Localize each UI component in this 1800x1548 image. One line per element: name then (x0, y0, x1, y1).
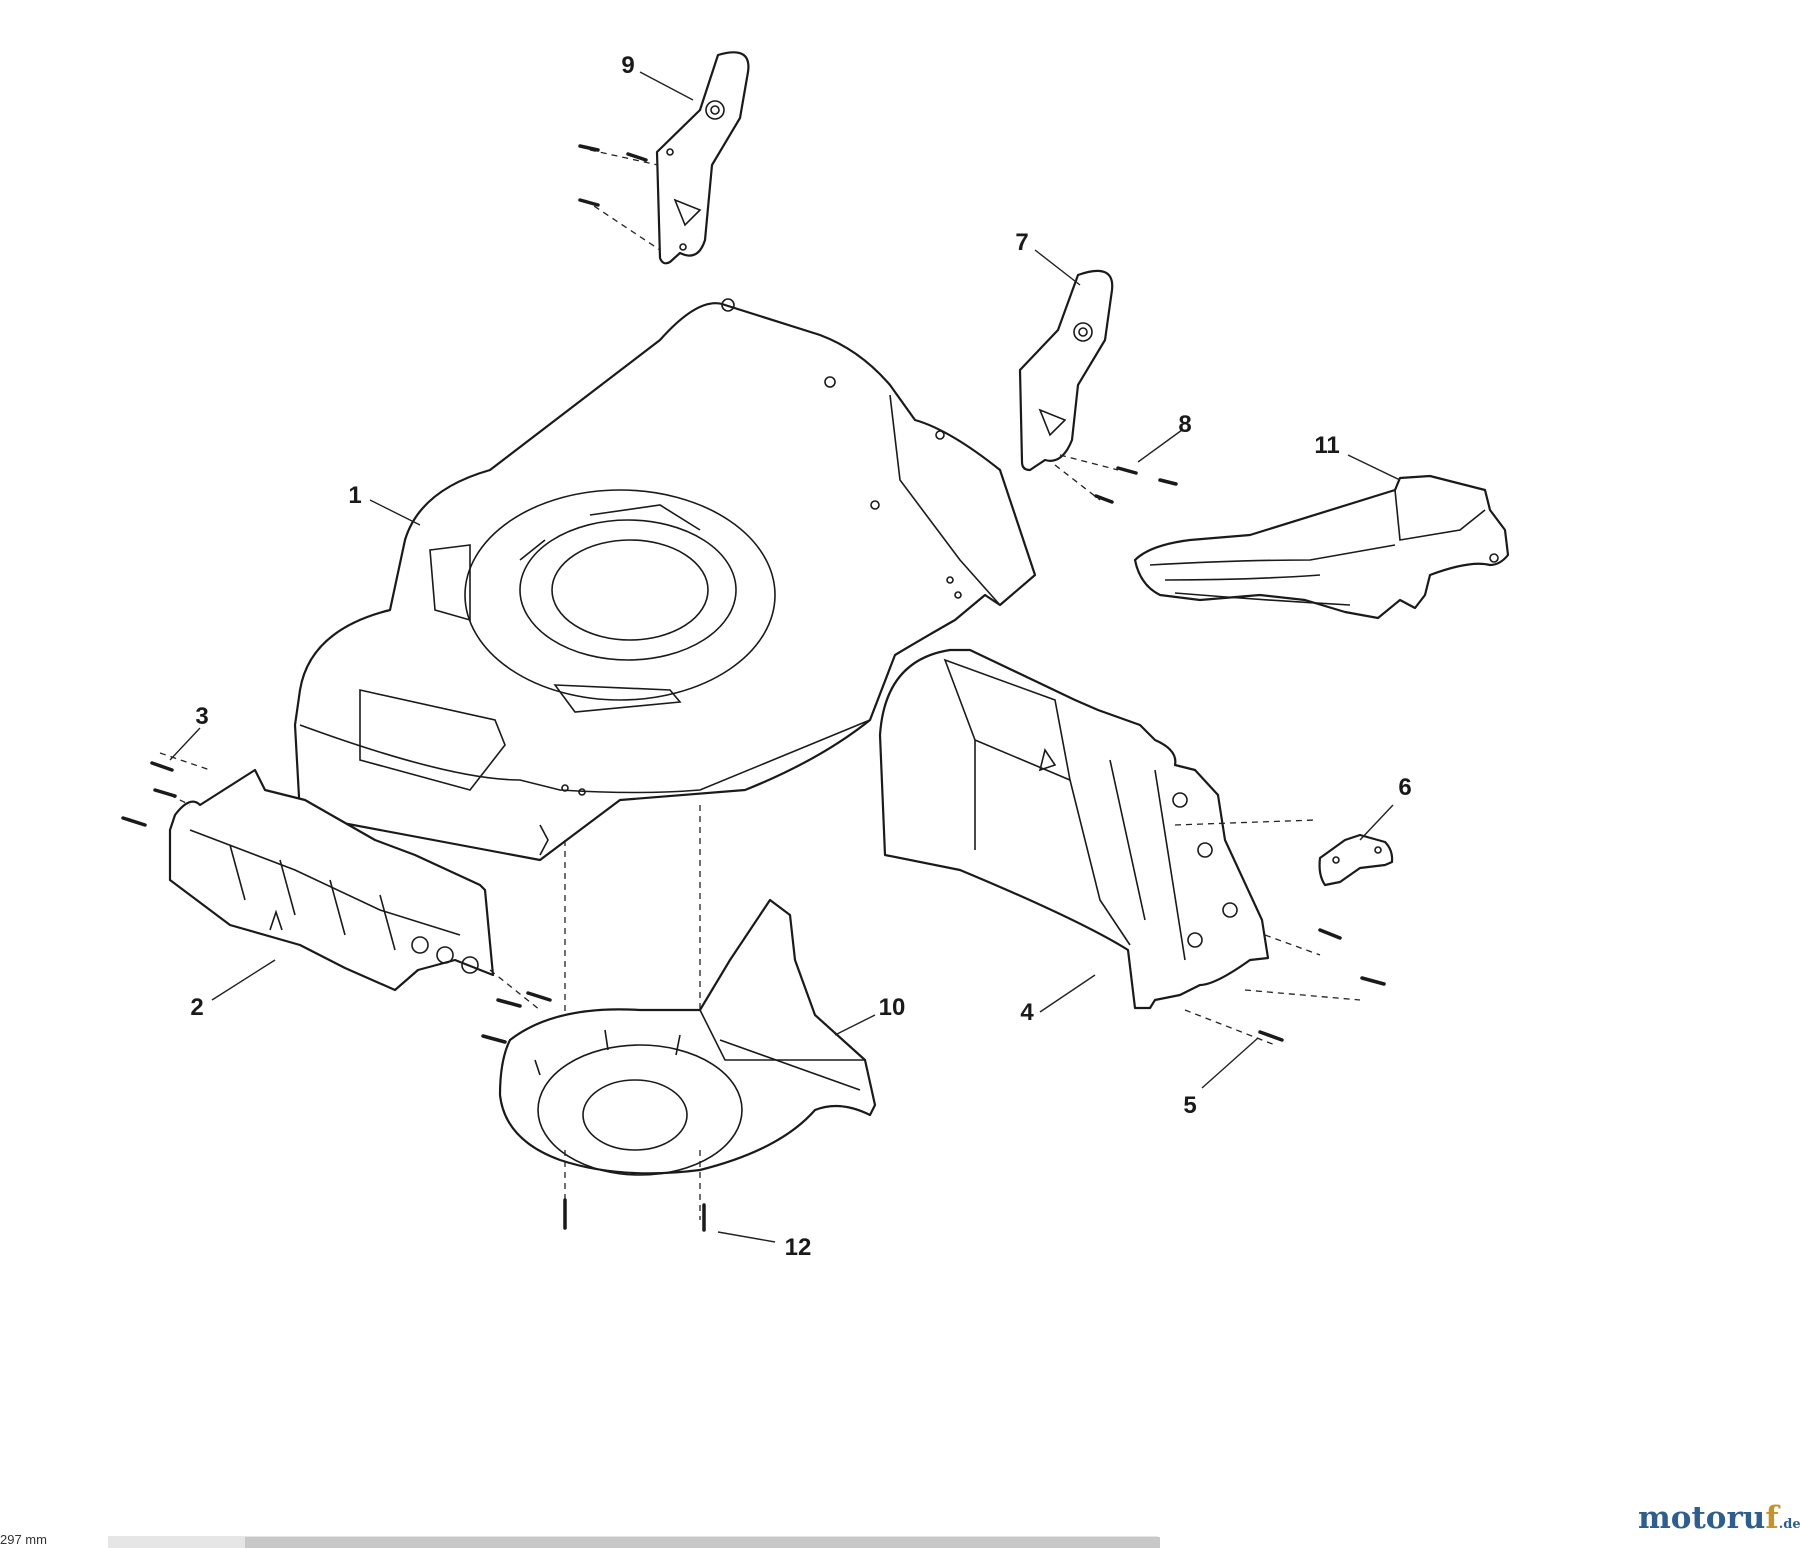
callout-7: 7 (1015, 229, 1028, 256)
callout-5: 5 (1183, 1092, 1196, 1119)
part-9-handle-bracket (578, 51, 750, 265)
callout-6: 6 (1398, 774, 1411, 801)
callout-12: 12 (785, 1234, 812, 1261)
callout-9: 9 (621, 52, 634, 79)
part-1-mower-deck (293, 298, 1037, 1020)
callout-2: 2 (190, 994, 203, 1021)
part-10-discharge-chute (498, 898, 877, 1232)
part-2-bumper (121, 752, 552, 1044)
leader-lines (169, 71, 1401, 1243)
part-7-handle-bracket (1018, 269, 1178, 504)
part-4-rear-housing (878, 648, 1386, 1046)
callout-10: 10 (879, 994, 906, 1021)
logo-text-accent: f (1765, 1500, 1779, 1536)
callout-labels: 1 2 3 4 5 6 7 8 9 10 11 12 (190, 52, 1411, 1261)
logo-text-main: motoru (1638, 1500, 1766, 1536)
callout-4: 4 (1020, 999, 1034, 1026)
logo-text-suffix: .de (1778, 1517, 1800, 1532)
callout-3: 3 (195, 703, 208, 730)
callout-11: 11 (1314, 432, 1339, 459)
part-11-side-cover (1133, 474, 1510, 620)
page-size-readout: 297 mm (0, 1532, 47, 1547)
callout-8: 8 (1178, 411, 1191, 438)
horizontal-scrollbar-thumb[interactable] (245, 1537, 1160, 1548)
callout-1: 1 (348, 482, 361, 509)
watermark-logo: motoruf.de (1638, 1500, 1800, 1536)
part-6-small-bracket (1318, 833, 1394, 887)
